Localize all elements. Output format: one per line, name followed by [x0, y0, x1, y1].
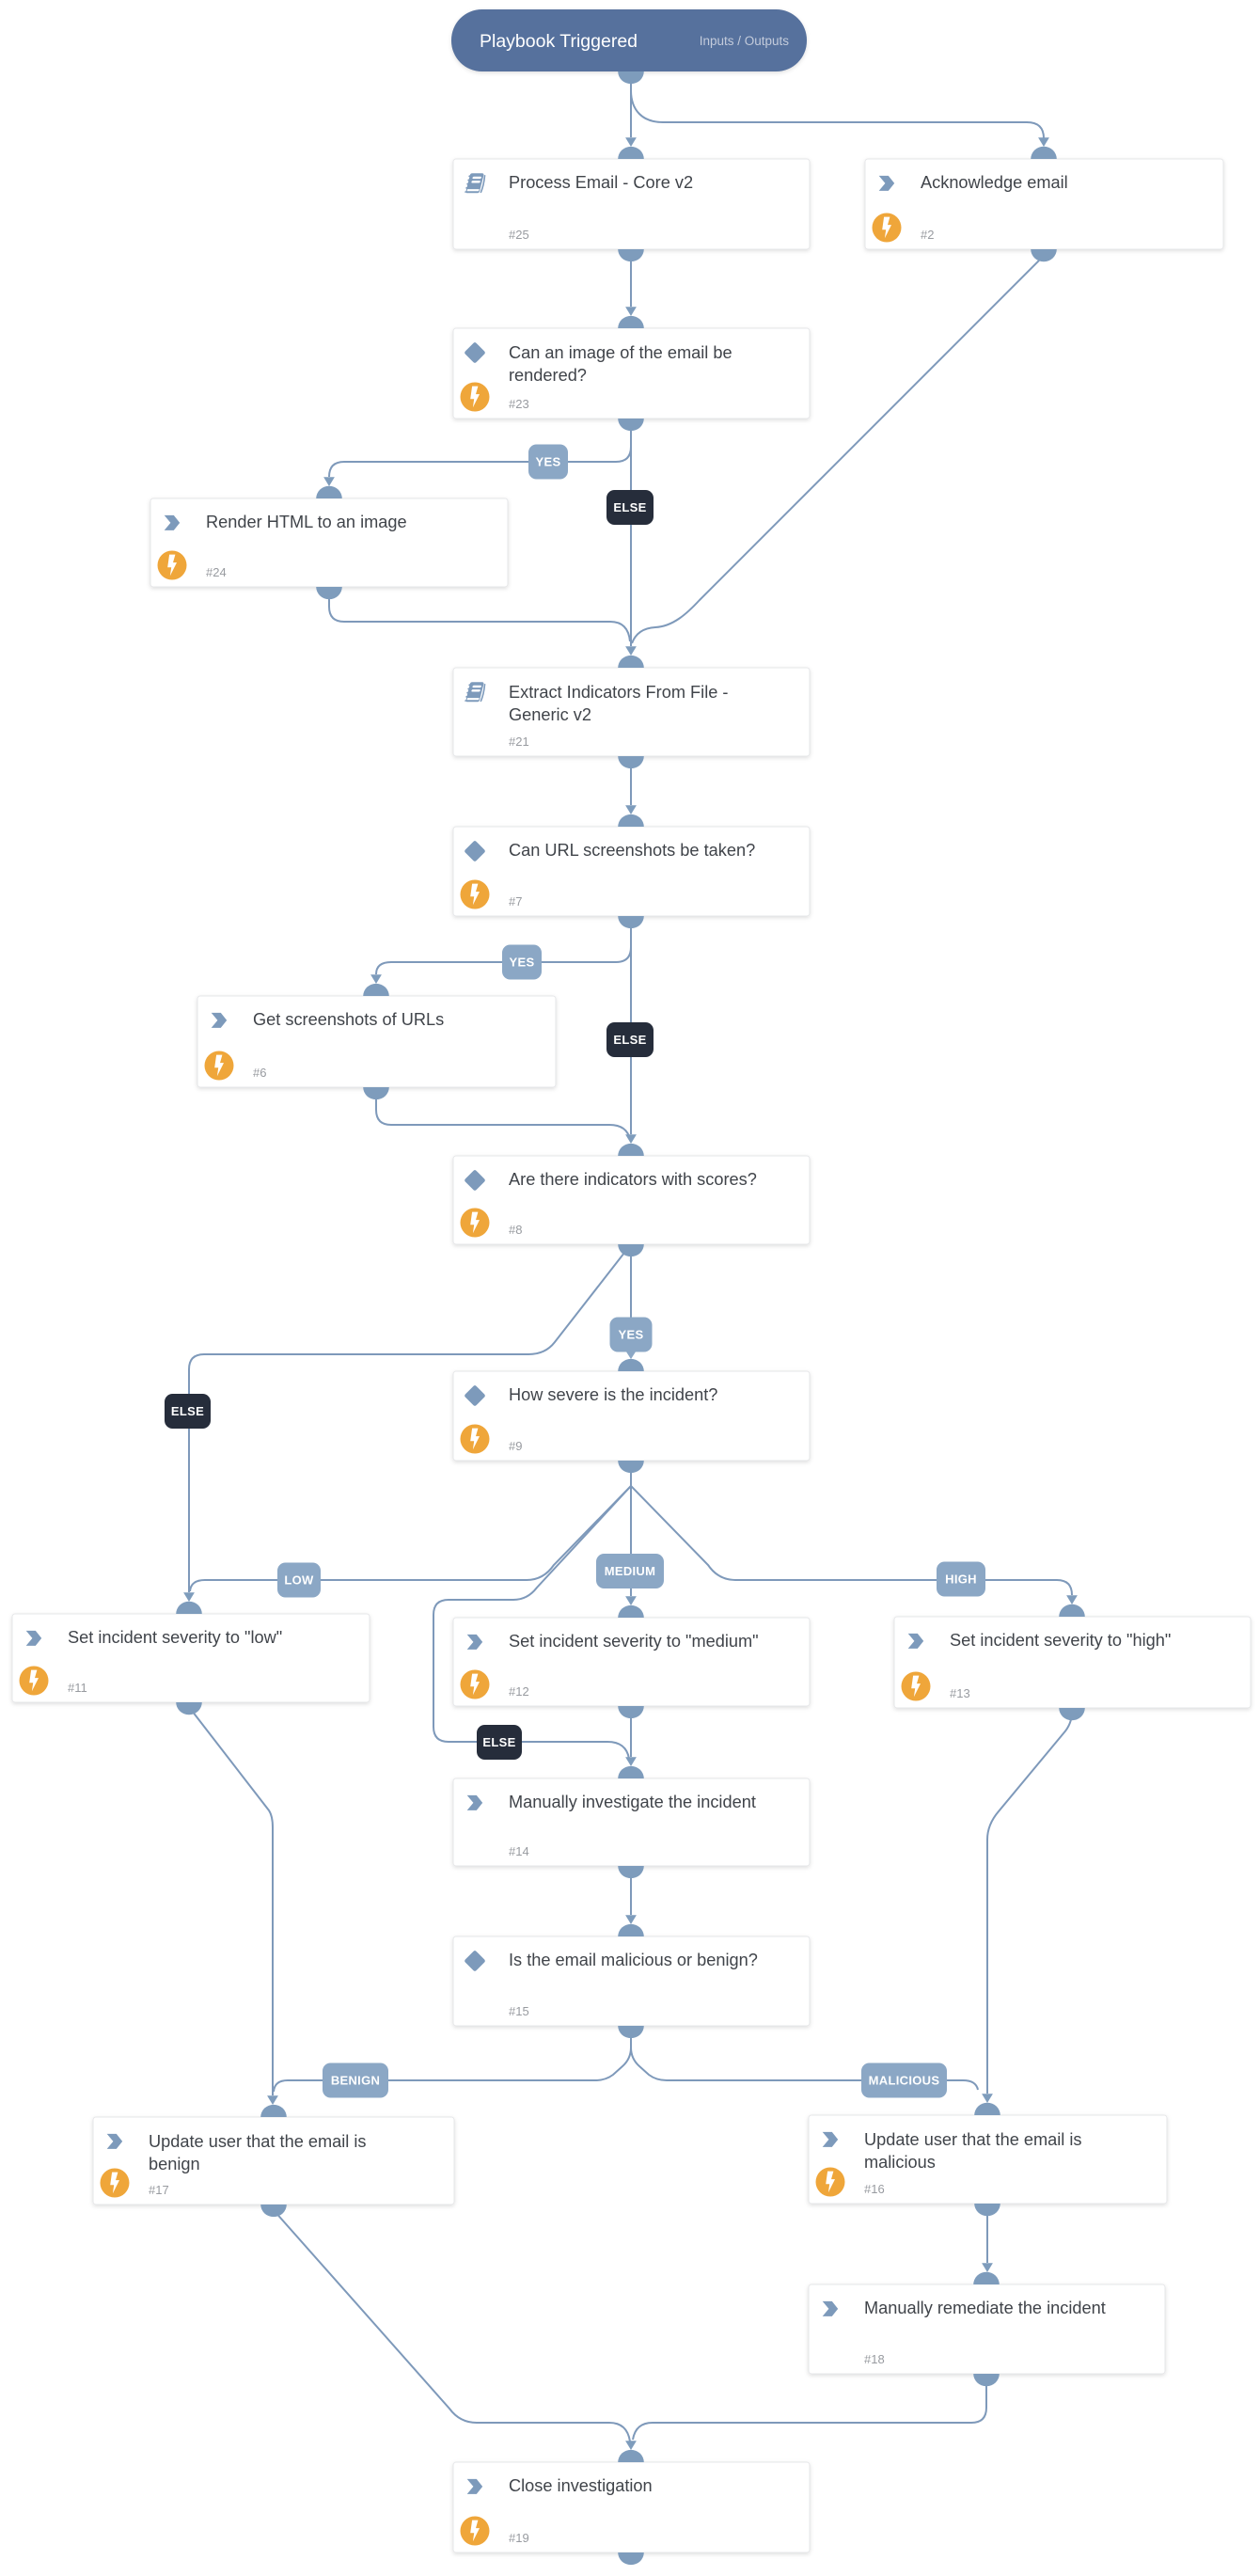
svg-text:#21: #21 [509, 735, 529, 749]
svg-text:Extract Indicators From File -: Extract Indicators From File - [509, 683, 728, 702]
svg-text:benign: benign [149, 2155, 200, 2173]
svg-text:ELSE: ELSE [171, 1404, 204, 1418]
svg-text:Inputs / Outputs: Inputs / Outputs [700, 34, 790, 48]
svg-text:BENIGN: BENIGN [331, 2074, 380, 2088]
svg-text:#25: #25 [509, 228, 529, 242]
svg-text:LOW: LOW [284, 1573, 314, 1588]
svg-text:malicious: malicious [864, 2153, 936, 2172]
svg-text:#15: #15 [509, 2004, 529, 2018]
svg-text:Set incident severity to "medi: Set incident severity to "medium" [509, 1632, 759, 1651]
svg-text:Render HTML to an image: Render HTML to an image [206, 513, 407, 531]
svg-text:ELSE: ELSE [613, 1033, 646, 1047]
svg-text:Close investigation: Close investigation [509, 2476, 653, 2495]
svg-text:#8: #8 [509, 1223, 522, 1237]
svg-text:#23: #23 [509, 397, 529, 411]
svg-text:YES: YES [510, 956, 535, 970]
svg-text:#11: #11 [68, 1681, 87, 1695]
svg-text:YES: YES [536, 455, 561, 469]
svg-text:Manually investigate the incid: Manually investigate the incident [509, 1793, 756, 1811]
svg-text:Manually remediate the inciden: Manually remediate the incident [864, 2299, 1106, 2317]
svg-text:#13: #13 [950, 1686, 970, 1700]
svg-text:MEDIUM: MEDIUM [605, 1564, 656, 1578]
svg-text:Can an image of the email be: Can an image of the email be [509, 343, 732, 362]
svg-text:Is the email malicious or beni: Is the email malicious or benign? [509, 1951, 758, 1969]
svg-text:Set incident severity to "low": Set incident severity to "low" [68, 1628, 282, 1647]
svg-text:Set incident severity to "high: Set incident severity to "high" [950, 1631, 1171, 1650]
svg-text:#6: #6 [253, 1066, 266, 1080]
svg-text:#19: #19 [509, 2531, 529, 2545]
svg-text:#18: #18 [864, 2352, 885, 2366]
svg-text:#14: #14 [509, 1844, 529, 1858]
svg-text:Playbook Triggered: Playbook Triggered [480, 31, 638, 52]
svg-text:Can URL screenshots be taken?: Can URL screenshots be taken? [509, 841, 755, 860]
svg-text:Get screenshots of URLs: Get screenshots of URLs [253, 1010, 444, 1029]
svg-text:#2: #2 [921, 228, 934, 242]
svg-text:Are there indicators with scor: Are there indicators with scores? [509, 1170, 757, 1189]
svg-text:ELSE: ELSE [613, 500, 646, 514]
svg-text:#16: #16 [864, 2182, 885, 2196]
svg-text:HIGH: HIGH [945, 1572, 977, 1587]
svg-text:MALICIOUS: MALICIOUS [869, 2074, 940, 2088]
svg-text:Generic v2: Generic v2 [509, 705, 591, 724]
svg-text:Acknowledge email: Acknowledge email [921, 173, 1068, 192]
svg-text:#7: #7 [509, 894, 522, 909]
svg-text:#12: #12 [509, 1684, 529, 1699]
svg-text:YES: YES [619, 1328, 644, 1342]
svg-text:ELSE: ELSE [482, 1735, 515, 1749]
svg-text:#9: #9 [509, 1439, 522, 1453]
svg-text:Process Email - Core v2: Process Email - Core v2 [509, 173, 693, 192]
svg-text:#24: #24 [206, 565, 227, 579]
svg-text:How severe is the incident?: How severe is the incident? [509, 1385, 717, 1404]
svg-text:rendered?: rendered? [509, 366, 587, 385]
svg-text:Update user that the email is: Update user that the email is [149, 2132, 367, 2151]
svg-text:#17: #17 [149, 2183, 169, 2197]
svg-text:Update user that the email is: Update user that the email is [864, 2130, 1082, 2149]
